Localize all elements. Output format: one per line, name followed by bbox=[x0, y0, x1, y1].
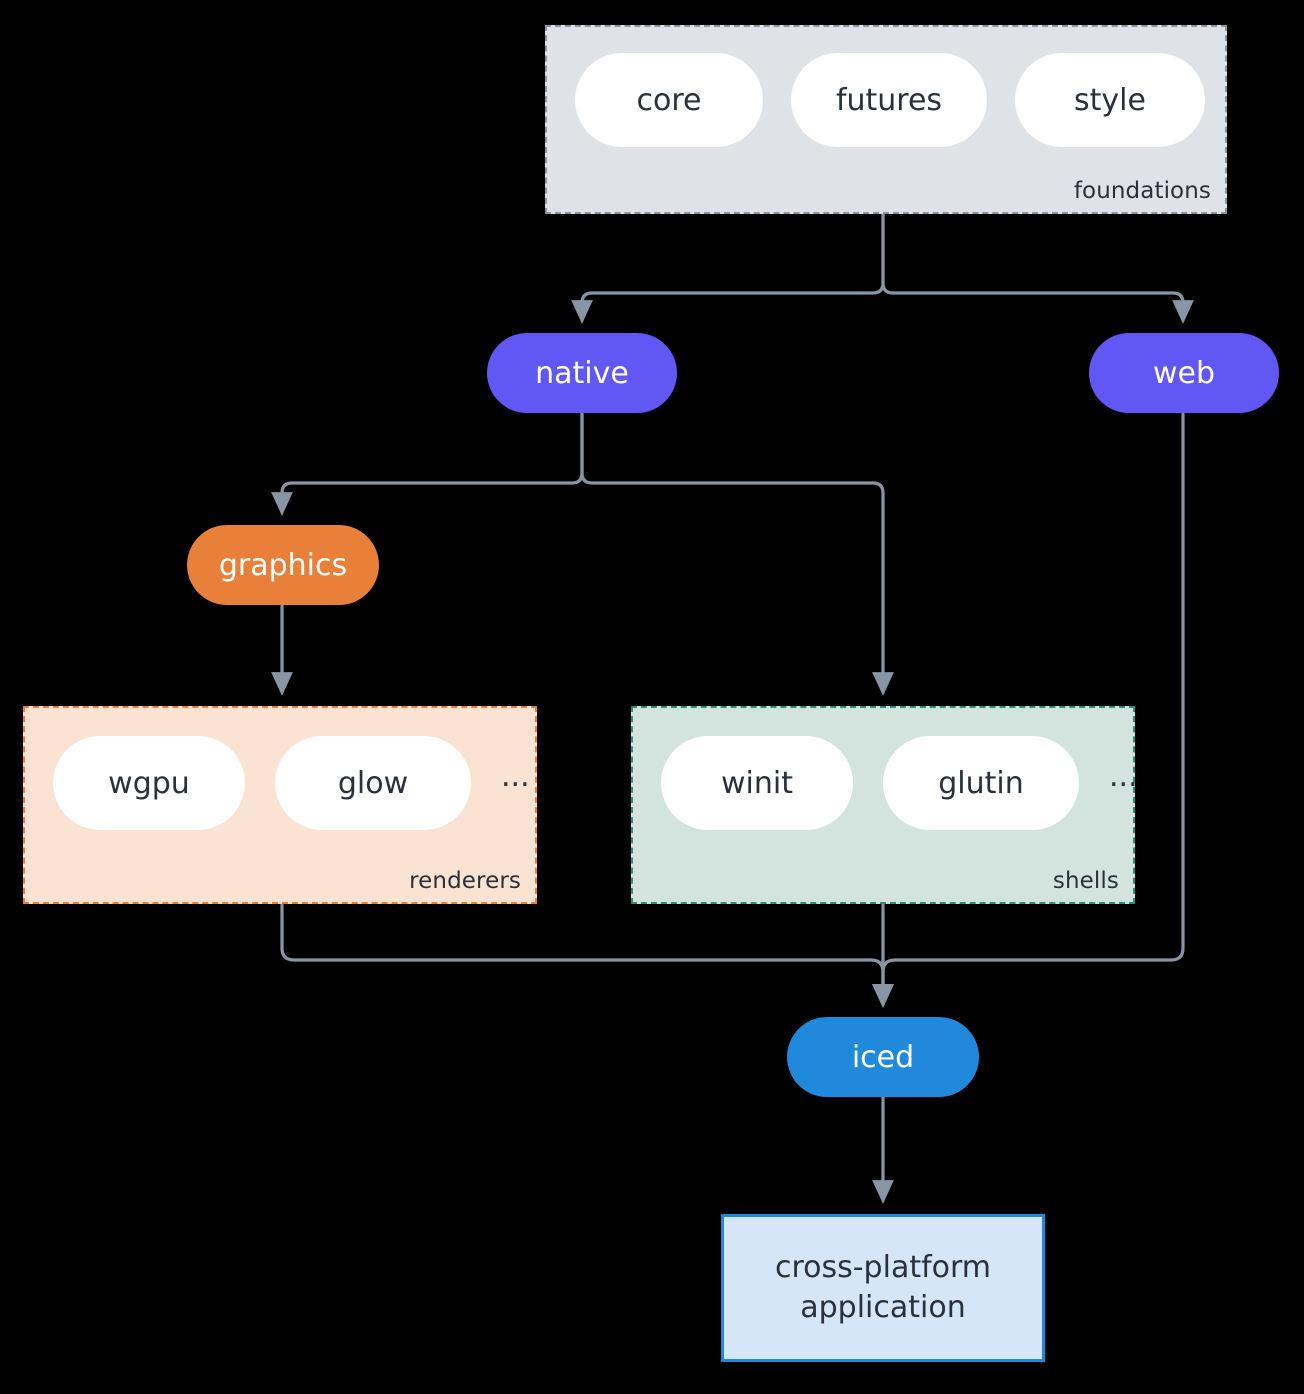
edge-native-shells bbox=[580, 412, 894, 696]
application-line-2: application bbox=[800, 1290, 966, 1325]
node-glutin[interactable]: glutin bbox=[883, 736, 1079, 830]
node-web[interactable]: web bbox=[1089, 333, 1279, 413]
node-native[interactable]: native bbox=[487, 333, 677, 413]
edge-renderers-iced bbox=[280, 903, 894, 1008]
node-core[interactable]: core bbox=[575, 53, 763, 147]
renderers-more-ellipsis: ... bbox=[501, 759, 530, 794]
group-shells-items: winit glutin ... bbox=[633, 736, 1161, 830]
node-glow[interactable]: glow bbox=[275, 736, 471, 830]
node-wgpu[interactable]: wgpu bbox=[53, 736, 245, 830]
group-foundations-label: foundations bbox=[1073, 178, 1211, 204]
group-renderers-items: wgpu glow ... bbox=[25, 736, 563, 830]
shells-more-ellipsis: ... bbox=[1109, 759, 1138, 794]
application-line-1: cross-platform bbox=[774, 1249, 992, 1285]
group-foundations-items: core futures style bbox=[547, 53, 1253, 147]
group-renderers-label: renderers bbox=[409, 868, 521, 894]
edge-native-graphics bbox=[271, 412, 584, 516]
edge-foundations-web bbox=[881, 213, 1194, 324]
node-cross-platform-application[interactable]: cross-platform application bbox=[721, 1214, 1045, 1362]
group-renderers: wgpu glow ... renderers bbox=[23, 706, 537, 904]
group-shells: winit glutin ... shells bbox=[631, 706, 1138, 904]
group-shells-label: shells bbox=[1052, 868, 1119, 894]
node-futures[interactable]: futures bbox=[791, 53, 987, 147]
node-iced[interactable]: iced bbox=[787, 1017, 979, 1097]
edge-foundations-native bbox=[571, 213, 885, 324]
node-winit[interactable]: winit bbox=[661, 736, 853, 830]
group-foundations: core futures style foundations bbox=[545, 25, 1227, 214]
node-graphics[interactable]: graphics bbox=[187, 525, 379, 605]
node-style[interactable]: style bbox=[1015, 53, 1205, 147]
